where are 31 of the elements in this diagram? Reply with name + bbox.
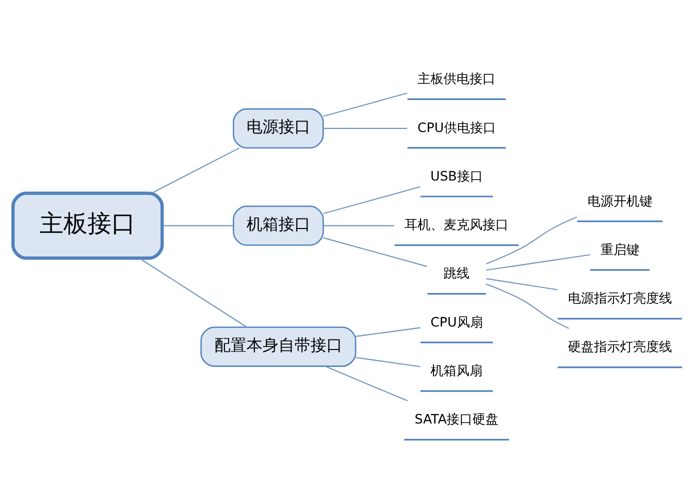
connector	[325, 365, 408, 401]
node-text: CPU供电接口	[417, 120, 496, 136]
connector	[356, 326, 420, 336]
connector	[486, 278, 558, 290]
node-text: 硬盘指示灯亮度线	[568, 340, 672, 355]
connector	[323, 186, 421, 214]
node-text: 机箱风扇	[430, 363, 483, 378]
connector	[138, 257, 248, 328]
connector	[162, 224, 234, 226]
node-text: CPU风扇	[430, 314, 483, 330]
connector	[486, 254, 590, 270]
connector	[323, 92, 408, 116]
connector	[152, 146, 240, 193]
connector	[356, 356, 420, 367]
node-box: 电源接口	[232, 108, 324, 148]
node-text: 耳机、麦克风接口	[404, 218, 509, 233]
connector	[486, 282, 569, 328]
connector	[323, 236, 428, 266]
connector	[323, 224, 394, 226]
node-text: 电源指示灯亮度线	[568, 291, 672, 306]
node-box: 配置本身自带接口	[200, 326, 356, 366]
node-box: 主板接口	[11, 191, 164, 260]
node-box: 机箱接口	[232, 205, 324, 246]
node-text: 主板供电接口	[418, 72, 496, 87]
node-text: USB接口	[430, 168, 483, 184]
node-text: 跳线	[444, 266, 470, 282]
node-text: 电源开机键	[587, 194, 652, 209]
connector	[486, 216, 578, 264]
node-text: SATA接口硬盘	[414, 412, 499, 428]
node-text: 重启键	[600, 242, 640, 258]
connector	[323, 127, 408, 128]
